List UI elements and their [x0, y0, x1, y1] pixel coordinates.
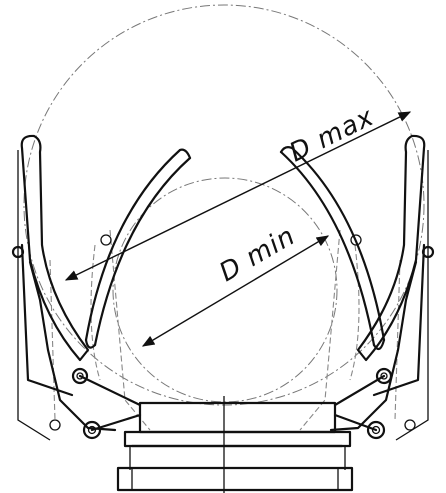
outer-arm-left	[11, 134, 117, 441]
d-min-dimension-line	[141, 235, 330, 347]
inner-jaw-left	[84, 148, 192, 349]
linkages	[78, 374, 386, 432]
min-diameter-circle	[112, 177, 338, 403]
gripper-base	[116, 396, 354, 493]
d-max-label: D max	[285, 102, 379, 168]
outer-arm-right	[329, 134, 435, 441]
d-max-dimension-line	[64, 111, 412, 281]
